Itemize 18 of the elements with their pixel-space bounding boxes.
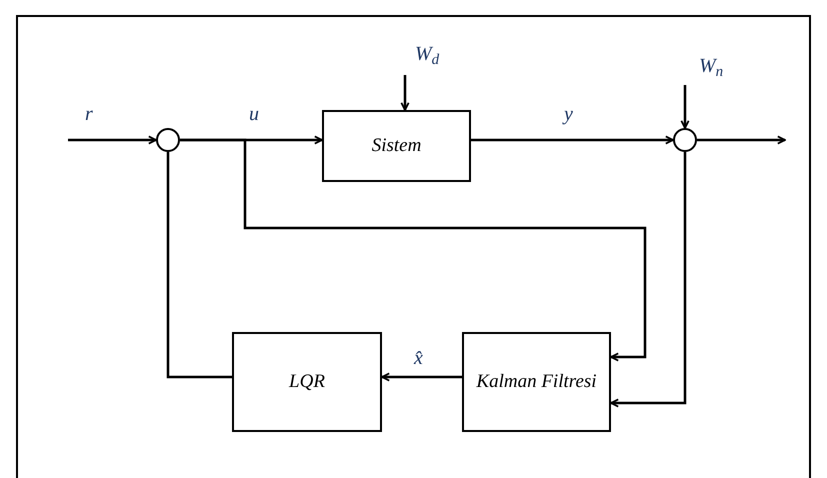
block — [322, 110, 471, 182]
signal-label: W$_{n}$ — [698, 56, 724, 76]
block-label: Kalman Filtresi — [476, 370, 597, 394]
arrow — [471, 136, 674, 144]
block-label: LQR — [289, 370, 325, 394]
arrow — [180, 138, 646, 362]
block — [232, 332, 382, 432]
block-label: Sistem — [372, 134, 422, 158]
signal-label: W$_{d}$ — [414, 44, 440, 64]
arrow — [680, 85, 690, 129]
summing-junction — [673, 128, 697, 152]
arrow — [400, 75, 410, 111]
block — [462, 332, 611, 432]
arrow — [381, 372, 462, 382]
summing-junction — [156, 128, 180, 152]
arrow — [610, 152, 686, 408]
arrow — [697, 136, 786, 144]
arrow — [68, 136, 157, 144]
